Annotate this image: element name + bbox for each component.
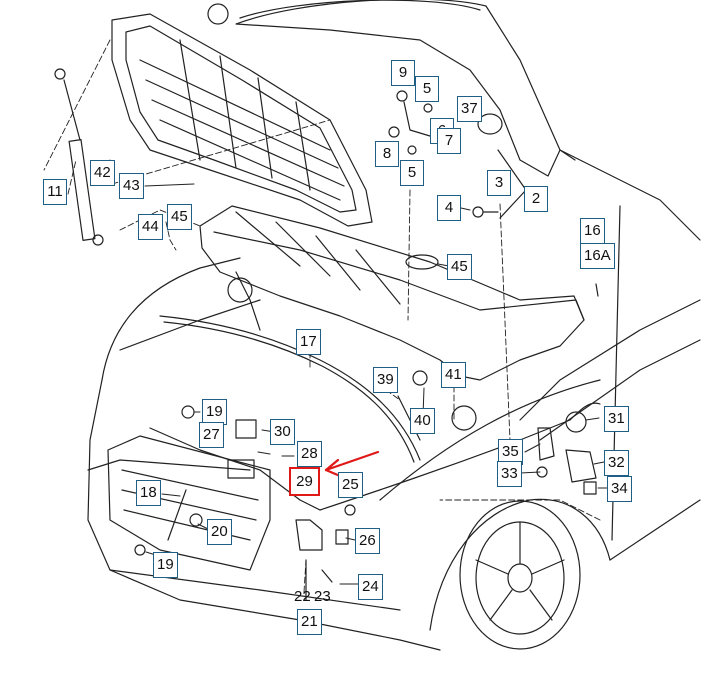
- callout-4: 4: [437, 195, 461, 221]
- callout-40: 40: [410, 408, 435, 434]
- callout-27: 27: [199, 422, 224, 448]
- callout-7: 7: [437, 128, 461, 154]
- callout-17: 17: [296, 329, 321, 355]
- front-wheel: [459, 500, 581, 650]
- callout-45: 45: [447, 254, 472, 280]
- callout-32: 32: [604, 450, 629, 476]
- callout-16a: 16A: [580, 243, 615, 269]
- callout-33: 33: [497, 461, 522, 487]
- callout-41: 41: [441, 362, 466, 388]
- callout-37: 37: [457, 96, 482, 122]
- callout-2: 2: [524, 186, 548, 212]
- callout-19: 19: [153, 552, 178, 578]
- callout-44: 44: [138, 214, 163, 240]
- callout-19: 19: [202, 399, 227, 425]
- callout-39: 39: [373, 367, 398, 393]
- callout-21: 21: [297, 609, 322, 635]
- highlight-arrow: [324, 450, 380, 478]
- hood-outline: [235, 0, 576, 177]
- right-side-parts: [227, 277, 599, 495]
- callout-34: 34: [607, 476, 632, 502]
- callout-30: 30: [270, 419, 295, 445]
- callout-20: 20: [207, 519, 232, 545]
- gas-strut: [54, 68, 104, 246]
- callout-45: 45: [167, 204, 192, 230]
- callout-5: 5: [400, 160, 424, 186]
- callout-8: 8: [375, 141, 399, 167]
- callout-28: 28: [297, 441, 322, 467]
- callout-3: 3: [487, 170, 511, 196]
- callout-42: 42: [90, 160, 115, 186]
- callout-25: 25: [338, 472, 363, 498]
- callout-26: 26: [355, 528, 380, 554]
- callout-22: 22: [294, 588, 311, 605]
- callout-9: 9: [391, 60, 415, 86]
- latch-parts: [134, 405, 356, 601]
- callout-5: 5: [415, 76, 439, 102]
- callout-29-highlighted: 29: [289, 467, 320, 496]
- cowl-panel: [199, 205, 585, 381]
- cover-plate: [405, 254, 439, 270]
- grille-part: [111, 13, 373, 227]
- front-grille: [107, 435, 271, 571]
- callout-16: 16: [580, 218, 605, 244]
- grommet: [207, 3, 229, 25]
- callout-24: 24: [358, 574, 383, 600]
- callout-23: 23: [314, 588, 331, 605]
- callout-43: 43: [119, 173, 144, 199]
- callout-18: 18: [136, 480, 161, 506]
- callout-31: 31: [604, 406, 629, 432]
- callout-11: 11: [43, 179, 67, 205]
